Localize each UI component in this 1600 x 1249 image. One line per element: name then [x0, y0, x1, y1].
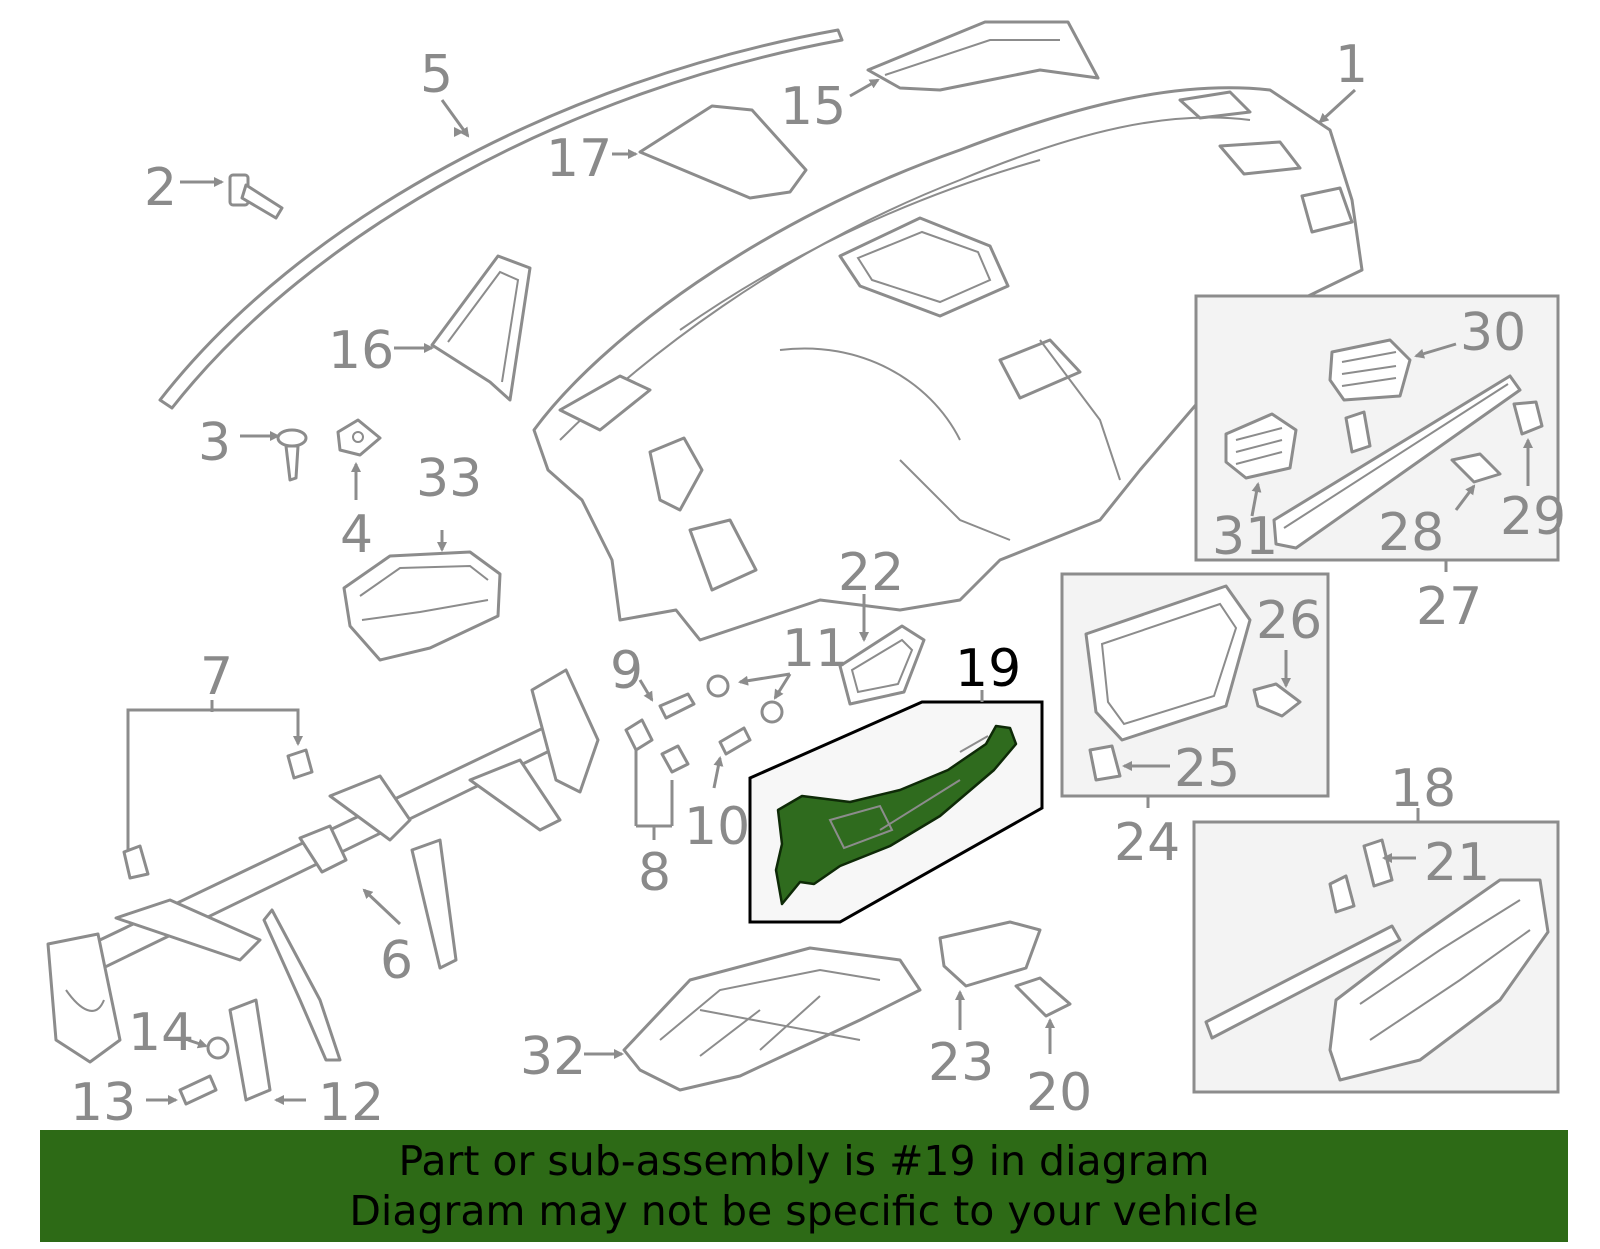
part-32-lower-tray [622, 946, 922, 1092]
callout-8: 8 [638, 843, 671, 903]
part-22-bracket [838, 624, 926, 706]
part-33-airbag [342, 550, 502, 662]
part-27-group [1194, 294, 1560, 562]
callout-4: 4 [340, 505, 373, 565]
part-18-group [1192, 820, 1560, 1094]
part-4-clip-nut [336, 418, 382, 457]
banner-line-2: Diagram may not be specific to your vehi… [349, 1187, 1259, 1235]
callout-labels: 1 2 3 4 5 6 7 8 9 10 11 12 13 14 15 16 1… [70, 35, 1566, 1133]
part-19-lower-trim-panel [774, 724, 1018, 906]
callout-1: 1 [1335, 35, 1368, 95]
callout-12: 12 [318, 1073, 384, 1133]
part-9-screw [658, 692, 696, 720]
part-8-clips [624, 718, 690, 774]
callout-6: 6 [380, 931, 413, 991]
leader-lines [126, 78, 1533, 1105]
callout-17: 17 [546, 129, 612, 189]
callout-31: 31 [1212, 507, 1278, 567]
callout-5: 5 [420, 45, 453, 105]
callout-3: 3 [198, 413, 231, 473]
part-1-instrument-panel [532, 86, 1364, 642]
callout-29: 29 [1500, 487, 1566, 547]
part-20-bracket [1014, 976, 1072, 1018]
callout-19: 19 [955, 639, 1021, 699]
part-16-side-trim [430, 254, 532, 402]
callout-20: 20 [1026, 1063, 1092, 1123]
part-10-screw [718, 726, 752, 756]
part-13-bolt [178, 1074, 218, 1106]
callout-11: 11 [782, 619, 848, 679]
callout-27: 27 [1416, 577, 1482, 637]
callout-2: 2 [144, 158, 177, 218]
callout-18: 18 [1390, 759, 1456, 819]
part-6-cross-beam [46, 668, 600, 1064]
callout-30: 30 [1460, 303, 1526, 363]
part-17-speaker-cover [638, 104, 808, 200]
part-23-switch-bezel [938, 920, 1042, 988]
part-11-grommets [706, 674, 784, 724]
callout-32: 32 [520, 1027, 586, 1087]
callout-33: 33 [416, 449, 482, 509]
callout-24: 24 [1114, 813, 1180, 873]
part-12-bracket [228, 998, 272, 1102]
callout-21: 21 [1424, 833, 1490, 893]
part-14-nut [206, 1036, 230, 1060]
callout-23: 23 [928, 1033, 994, 1093]
callout-22: 22 [838, 543, 904, 603]
part-19-highlight-box [748, 700, 1044, 924]
callout-28: 28 [1378, 503, 1444, 563]
callout-13: 13 [70, 1073, 136, 1133]
callout-14: 14 [128, 1003, 194, 1063]
banner-line-1: Part or sub-assembly is #19 in diagram [398, 1137, 1210, 1185]
callout-25: 25 [1174, 739, 1240, 799]
callout-16: 16 [328, 321, 394, 381]
callout-7: 7 [200, 647, 233, 707]
part-15-defroster-grille [866, 20, 1100, 92]
info-banner: Part or sub-assembly is #19 in diagram D… [40, 1130, 1568, 1242]
callout-10: 10 [684, 797, 750, 857]
part-3-screw [276, 428, 308, 482]
callout-26: 26 [1256, 591, 1322, 651]
part-2-bolt [228, 173, 284, 220]
callout-9: 9 [610, 641, 643, 701]
callout-15: 15 [780, 77, 846, 137]
